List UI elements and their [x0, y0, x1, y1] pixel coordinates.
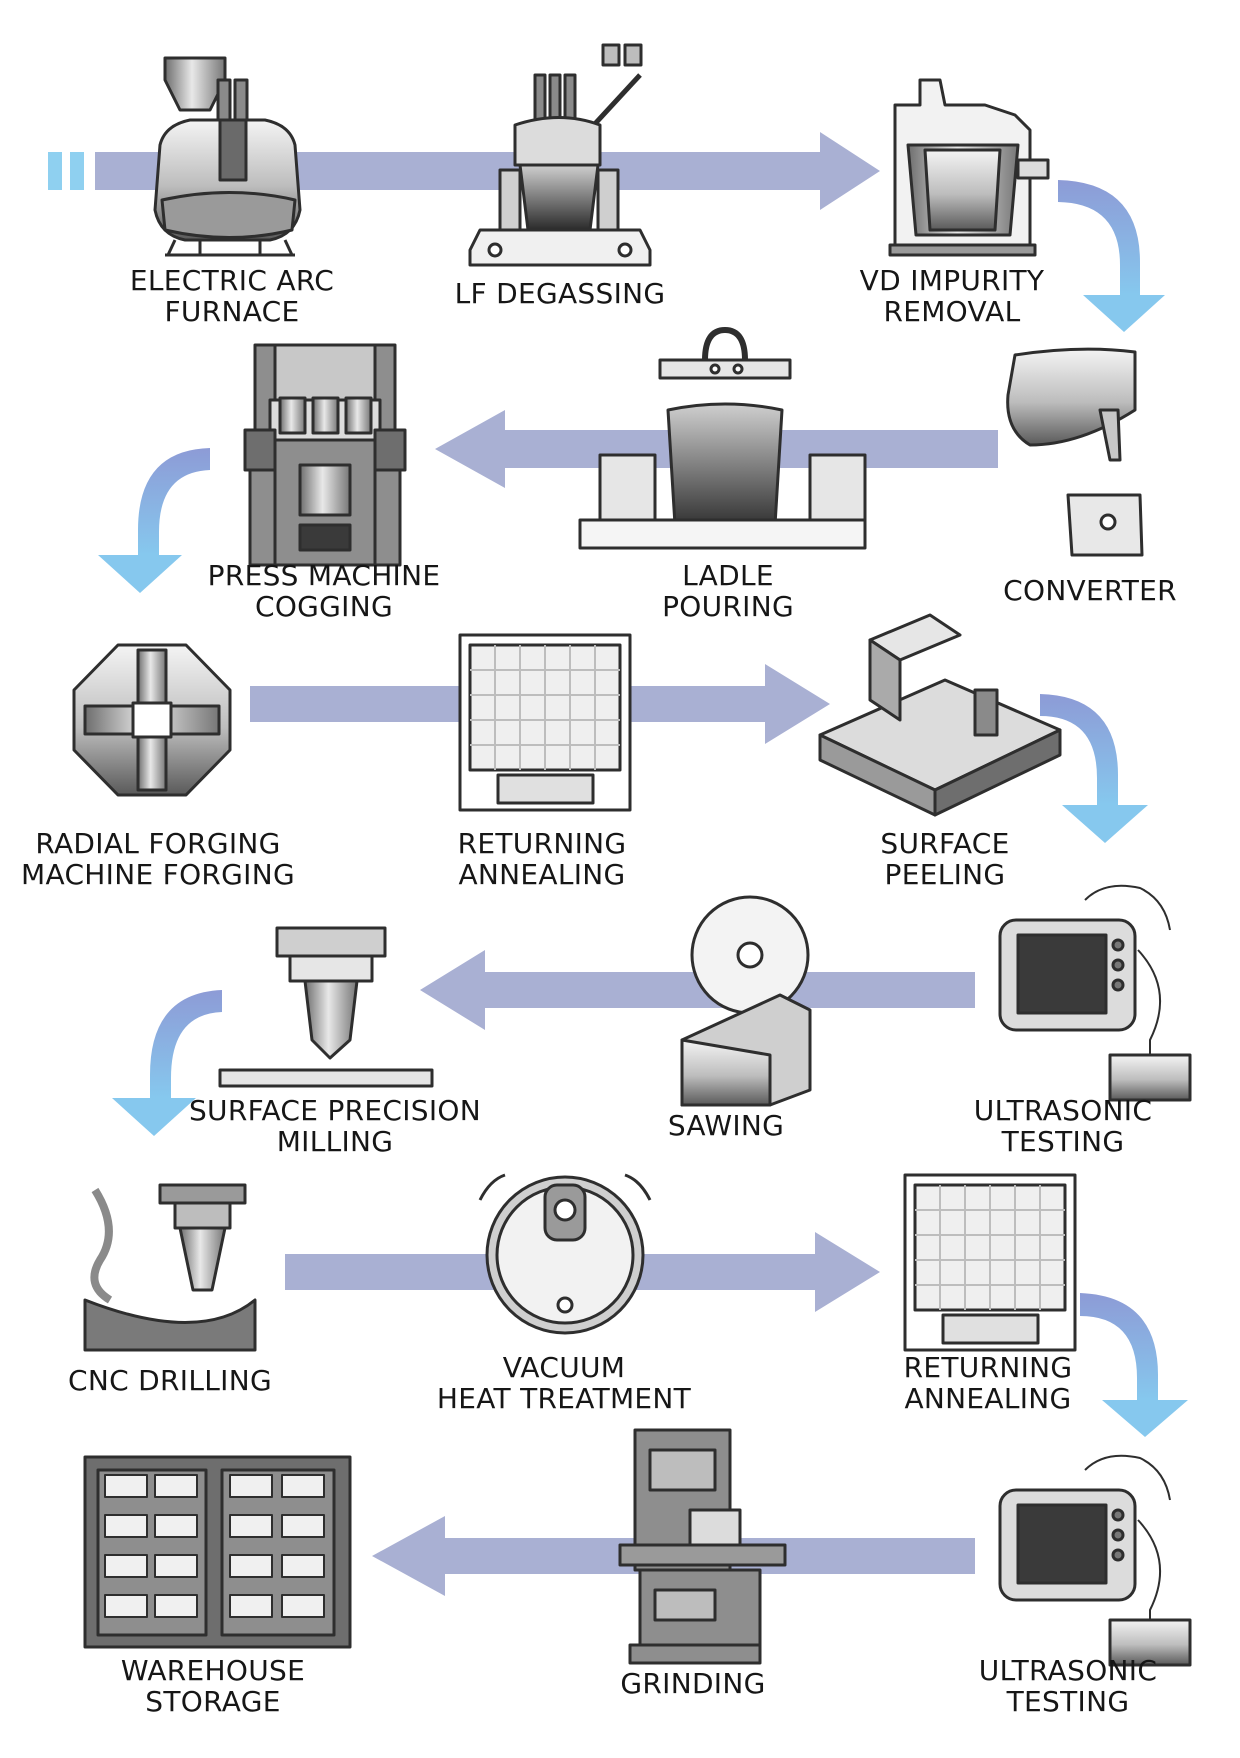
milling-cutter-icon — [218, 926, 434, 1088]
grinding-machine-icon — [618, 1428, 787, 1665]
step-label-sawing: SAWING — [667, 1109, 785, 1142]
turn-arrow-5 — [1080, 1293, 1188, 1437]
turn-arrow-3 — [1040, 694, 1148, 843]
cnc-drill-icon — [83, 1183, 257, 1352]
step-label-grinding: GRINDING — [620, 1667, 766, 1700]
annealing-furnace-icon — [458, 633, 632, 812]
step-label-converter: CONVERTER — [1003, 574, 1177, 607]
radial-forging-icon — [72, 643, 232, 797]
warehouse-rack-icon — [83, 1455, 352, 1649]
vacuum-degassing-vessel-icon — [888, 78, 1050, 257]
flow-arrow-row1 — [95, 132, 880, 210]
annealing-furnace-icon — [903, 1173, 1077, 1352]
ultrasonic-tester-icon — [998, 884, 1192, 1102]
converter-icon — [1006, 347, 1144, 557]
ladle-furnace-icon — [468, 43, 652, 267]
ultrasonic-tester-icon — [998, 1454, 1192, 1667]
electric-arc-furnace-icon — [153, 56, 302, 257]
turn-arrow-4 — [112, 990, 222, 1136]
flow-arrow-row4 — [420, 950, 975, 1030]
start-marker — [48, 152, 84, 190]
turn-arrow-2 — [98, 448, 210, 593]
press-machine-icon — [243, 343, 407, 567]
vacuum-furnace-icon — [478, 1173, 652, 1335]
step-label-lf-degassing: LF DEGASSING — [454, 277, 666, 310]
turn-arrow-1 — [1058, 180, 1165, 332]
step-label-cnc-drilling: CNC DRILLING — [68, 1364, 272, 1397]
ladle-icon — [578, 327, 867, 550]
peeling-machine-icon — [818, 613, 1062, 817]
saw-blade-icon — [680, 895, 812, 1107]
